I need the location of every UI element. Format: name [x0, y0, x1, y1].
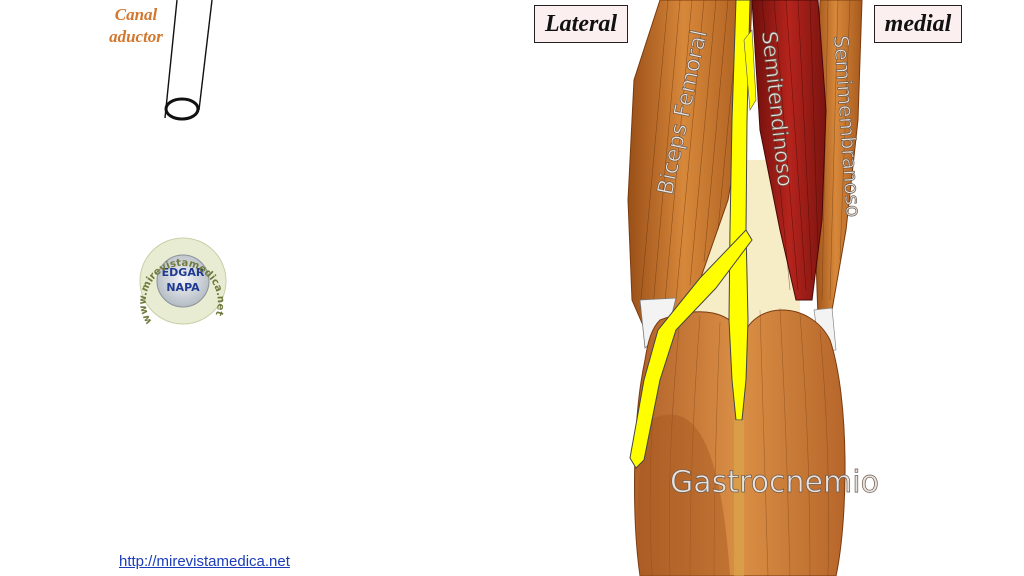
semitendinoso-muscle: [751, 0, 827, 301]
common-peroneal-nerve: [629, 229, 753, 469]
canal-label-line1: Canal: [114, 5, 158, 24]
adductor-canal-tube: [164, 0, 213, 121]
canal-label-line2: aductor: [109, 27, 163, 46]
label-gastrocnemio: Gastrocnemio: [670, 465, 879, 500]
seal-line2: NAPA: [166, 281, 200, 294]
site-link[interactable]: http://mirevistamedica.net: [119, 553, 290, 570]
canal-aductor-label: Canal aductor: [96, 4, 176, 48]
medial-label: medial: [874, 5, 962, 43]
lateral-label: Lateral: [534, 5, 628, 43]
edgar-napa-seal: EDGAR NAPA www.mirevistamedica.net: [138, 237, 227, 326]
posterior-knee-illustration: Biceps Femoral Semitendinoso Semimembran…: [627, 0, 879, 576]
seal-line1: EDGAR: [162, 266, 205, 279]
